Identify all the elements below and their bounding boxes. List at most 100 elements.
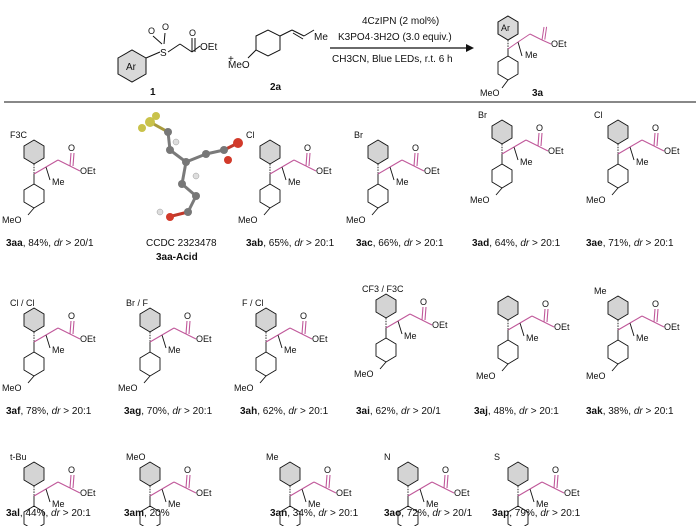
aryl-ring: [607, 119, 629, 145]
dr-value: > 20/1: [410, 406, 441, 417]
substituent-label: Br / F: [126, 298, 149, 308]
dr-value: > 20:1: [327, 508, 358, 519]
carbonyl-o: O: [652, 299, 659, 309]
compound-id: 3ac: [356, 238, 373, 249]
aryl-ring: [607, 295, 629, 321]
reagent-line-2: K3PO4·3H2O (3.0 equiv.): [338, 32, 452, 43]
substituent-label: Cl / Cl: [10, 298, 35, 308]
compound-id: 3ah: [240, 406, 257, 417]
anisyl-ring: [397, 505, 419, 526]
substituent-label: Cl: [594, 110, 603, 120]
compound-id: 3ae: [586, 238, 603, 249]
anisyl-ring: [507, 505, 529, 526]
me-label: Me: [52, 499, 65, 509]
yield: , 48%,: [488, 406, 519, 417]
carbonyl-o: O: [304, 143, 311, 153]
oet-label: OEt: [312, 334, 328, 344]
anisyl-ring: [139, 505, 161, 526]
dr-value: > 20:1: [549, 508, 580, 519]
product-ar-label: Ar: [501, 23, 510, 33]
dr-value: > 20:1: [643, 406, 674, 417]
reagent-line-1: 4CzIPN (2 mol%): [362, 16, 439, 27]
sulfone-ar-label: Ar: [126, 62, 137, 73]
product-3a-structure: Ar Me OEt MeO: [480, 15, 567, 98]
sulfone-o-atom-2: O: [162, 22, 169, 32]
dr-word: dr: [52, 406, 62, 417]
substituent-label: MeO: [126, 452, 146, 462]
aryl-ring: [279, 461, 301, 487]
meo-label: MeO: [586, 371, 606, 381]
me-label: Me: [426, 499, 439, 509]
yield: , 78%,: [20, 406, 51, 417]
yield: , 34%,: [287, 508, 318, 519]
me-label: Me: [308, 499, 321, 509]
compound-2a-label: 2a: [270, 82, 282, 93]
dr-word: dr: [294, 238, 304, 249]
oet-label: OEt: [196, 334, 212, 344]
aryl-ring: [367, 139, 389, 165]
compound-id: 3ao: [384, 508, 401, 519]
dr-word: dr: [54, 238, 64, 249]
aryl-ring: [497, 295, 519, 321]
me-label: Me: [636, 157, 649, 167]
compound-3am: MeOOEtMeOMeO: [126, 452, 212, 526]
compound-1-label: 1: [150, 87, 156, 98]
sulfone-o-atom-1: O: [148, 26, 155, 36]
anisyl-ring: [259, 183, 281, 209]
xray-label: 3aa-Acid: [156, 252, 198, 263]
anisyl-ring: [375, 337, 397, 363]
yield: , 64%,: [489, 238, 520, 249]
dr-value: > 20:1: [60, 508, 91, 519]
yield: , 44%,: [20, 508, 51, 519]
oet-label: OEt: [432, 320, 448, 330]
me-label: Me: [52, 177, 65, 187]
carbonyl-o: O: [552, 465, 559, 475]
substituent-label: Br: [478, 110, 487, 120]
anisyl-ring: [279, 505, 301, 526]
compound-id: 3al: [6, 508, 20, 519]
oet-label: OEt: [554, 322, 570, 332]
caption-3al: 3al, 44%, dr > 20:1: [6, 508, 91, 519]
dr-word: dr: [404, 238, 414, 249]
product-oet: OEt: [551, 39, 567, 49]
dr-value: > 20:1: [643, 238, 674, 249]
yield: , 70%,: [141, 406, 172, 417]
anisyl-ring: [367, 183, 389, 209]
compound-id: 3am: [124, 508, 144, 519]
anisyl-ring: [139, 351, 161, 377]
yield: , 62%,: [257, 406, 288, 417]
carbonyl-o: O: [68, 311, 75, 321]
anisyl-ring: [607, 339, 629, 365]
aryl-ring: [259, 139, 281, 165]
dr-value: > 20/1: [441, 508, 472, 519]
carbonyl-o: O: [184, 465, 191, 475]
caption-3am: 3am, 20%: [124, 508, 170, 519]
plus-sign: +: [228, 54, 234, 65]
compound-id: 3aa: [6, 238, 23, 249]
anisyl-ring: [23, 183, 45, 209]
yield: , 71%,: [603, 238, 634, 249]
yield: , 66%,: [373, 238, 404, 249]
me-label: Me: [284, 345, 297, 355]
anisyl-ring: [255, 351, 277, 377]
carbonyl-o: O: [412, 143, 419, 153]
me-label: Me: [536, 499, 549, 509]
caption-3ad: 3ad, 64%, dr > 20:1: [472, 238, 561, 249]
alkene-me: Me: [314, 32, 328, 43]
dr-word: dr: [288, 406, 298, 417]
dr-value: > 20:1: [528, 406, 559, 417]
dr-word: dr: [51, 508, 61, 519]
dr-value: > 20:1: [61, 406, 92, 417]
substituent-label: Me: [594, 286, 607, 296]
carbonyl-o: O: [542, 299, 549, 309]
substituent-label: F / Cl: [242, 298, 264, 308]
aryl-ring: [23, 139, 45, 165]
caption-3ae: 3ae, 71%, dr > 20:1: [586, 238, 674, 249]
alkene-meo: MeO: [228, 60, 250, 71]
